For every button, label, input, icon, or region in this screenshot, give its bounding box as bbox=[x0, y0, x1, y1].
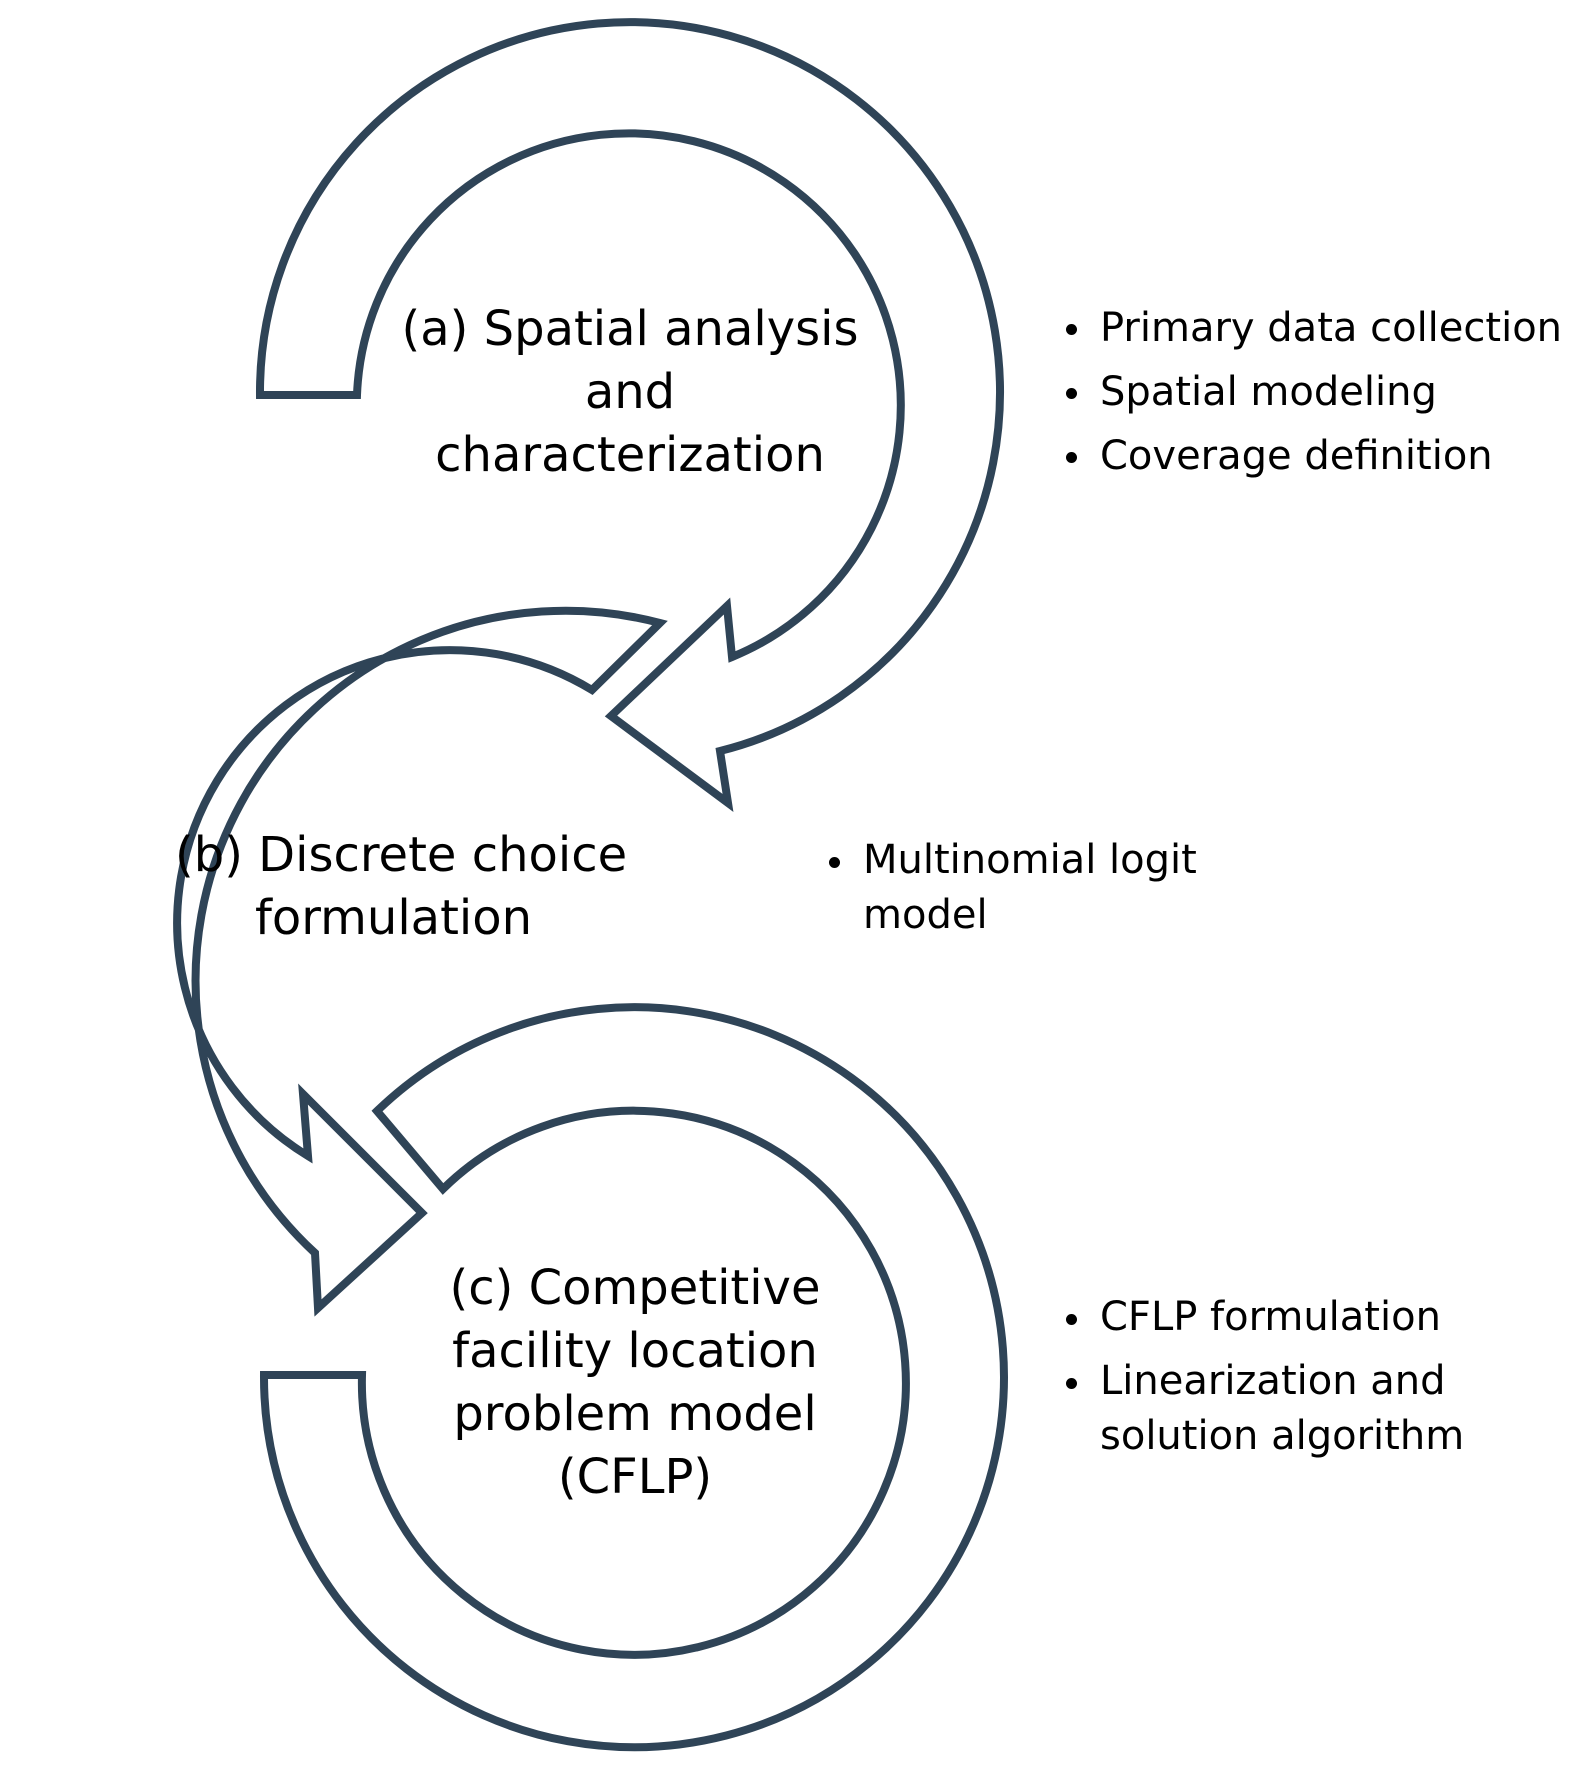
curved-arrow-c bbox=[259, 1003, 1008, 1752]
stage-b-label-line: formulation bbox=[255, 890, 533, 946]
bullet-item: Spatial modeling bbox=[1066, 360, 1586, 424]
bullet-item: CFLP formulation bbox=[1066, 1290, 1506, 1345]
stage-c-label-line: (CFLP) bbox=[557, 1449, 713, 1505]
stage-a-label-line: (a) Spatial analysis bbox=[401, 301, 859, 357]
bullet-item: Coverage definition bbox=[1066, 424, 1586, 488]
curved-arrow-b bbox=[173, 606, 668, 1317]
stage-b-label: (b) Discrete choice formulation bbox=[175, 824, 655, 950]
stage-c-label-line: problem model bbox=[453, 1386, 817, 1442]
stage-b-bullet-list: Multinomial logit model bbox=[829, 833, 1249, 943]
bullet-item: Linearization and solution algorithm bbox=[1066, 1354, 1506, 1464]
bullet-item: Primary data collection bbox=[1066, 296, 1586, 360]
stage-c-bullet-list: CFLP formulation Linearization and solut… bbox=[1066, 1290, 1506, 1464]
stage-a-bullet-list: Primary data collection Spatial modeling… bbox=[1066, 296, 1586, 488]
stage-a-label-line: characterization bbox=[435, 427, 825, 483]
curved-arrow-a bbox=[255, 18, 1004, 813]
stage-c-label-line: facility location bbox=[452, 1323, 818, 1379]
bullet-item: Multinomial logit model bbox=[829, 833, 1249, 943]
stage-b-label-line: (b) Discrete choice bbox=[175, 827, 628, 883]
stage-c-label: (c) Competitive facility location proble… bbox=[400, 1257, 870, 1509]
stage-a-label: (a) Spatial analysis and characterizatio… bbox=[385, 298, 875, 487]
stage-a-label-line: and bbox=[584, 364, 676, 420]
stage-c-label-line: (c) Competitive bbox=[449, 1260, 821, 1316]
